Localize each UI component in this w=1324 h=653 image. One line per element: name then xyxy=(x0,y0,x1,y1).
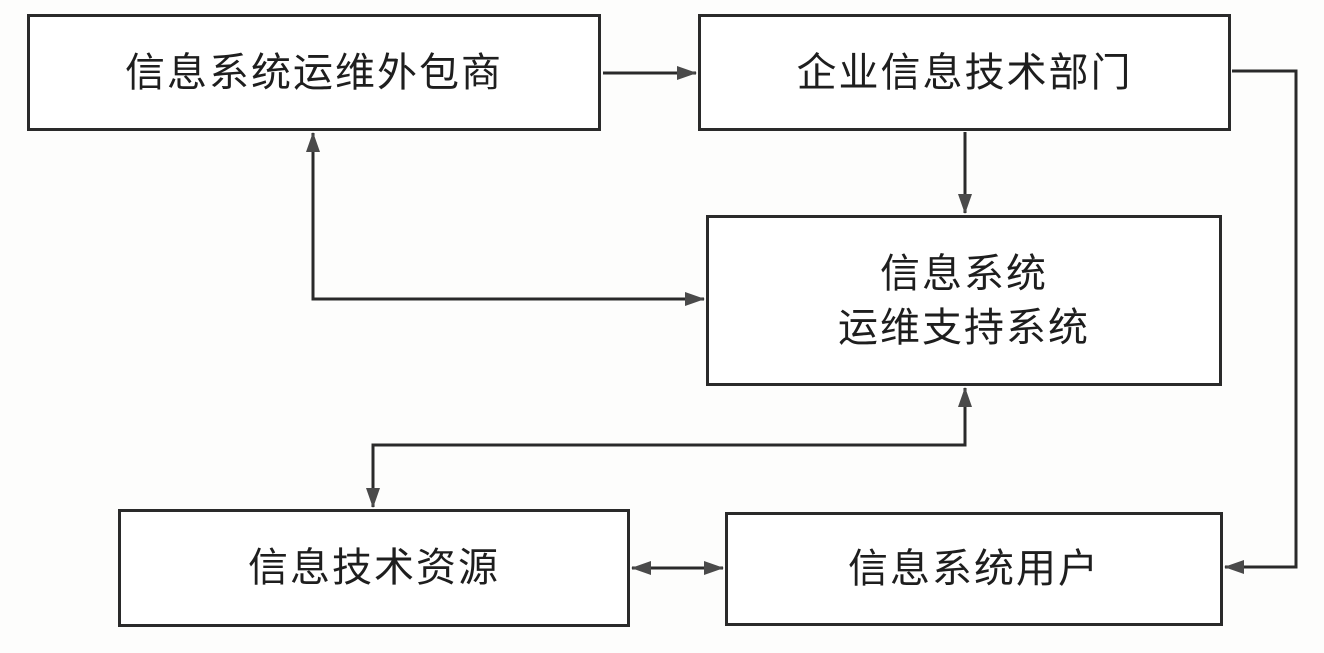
node-outsourcer-label: 信息系统运维外包商 xyxy=(125,49,503,96)
node-system-users-label: 信息系统用户 xyxy=(848,546,1100,592)
node-it-department-label: 企业信息技术部门 xyxy=(796,49,1133,96)
edge-outsourcer-support-system xyxy=(306,132,705,306)
node-outsourcer: 信息系统运维外包商 xyxy=(27,14,601,131)
node-support-system-label-line2: 运维支持系统 xyxy=(838,304,1090,351)
edge-it-dept-to-users xyxy=(1224,69,1298,574)
node-it-department: 企业信息技术部门 xyxy=(698,14,1231,131)
edge-support-system-resources xyxy=(366,387,972,508)
node-system-users: 信息系统用户 xyxy=(725,512,1223,626)
node-it-resources: 信息技术资源 xyxy=(118,509,630,627)
node-support-system: 信息系统 运维支持系统 xyxy=(706,215,1222,386)
node-support-system-label-line1: 信息系统 xyxy=(880,250,1048,297)
node-it-resources-label: 信息技术资源 xyxy=(248,545,500,591)
